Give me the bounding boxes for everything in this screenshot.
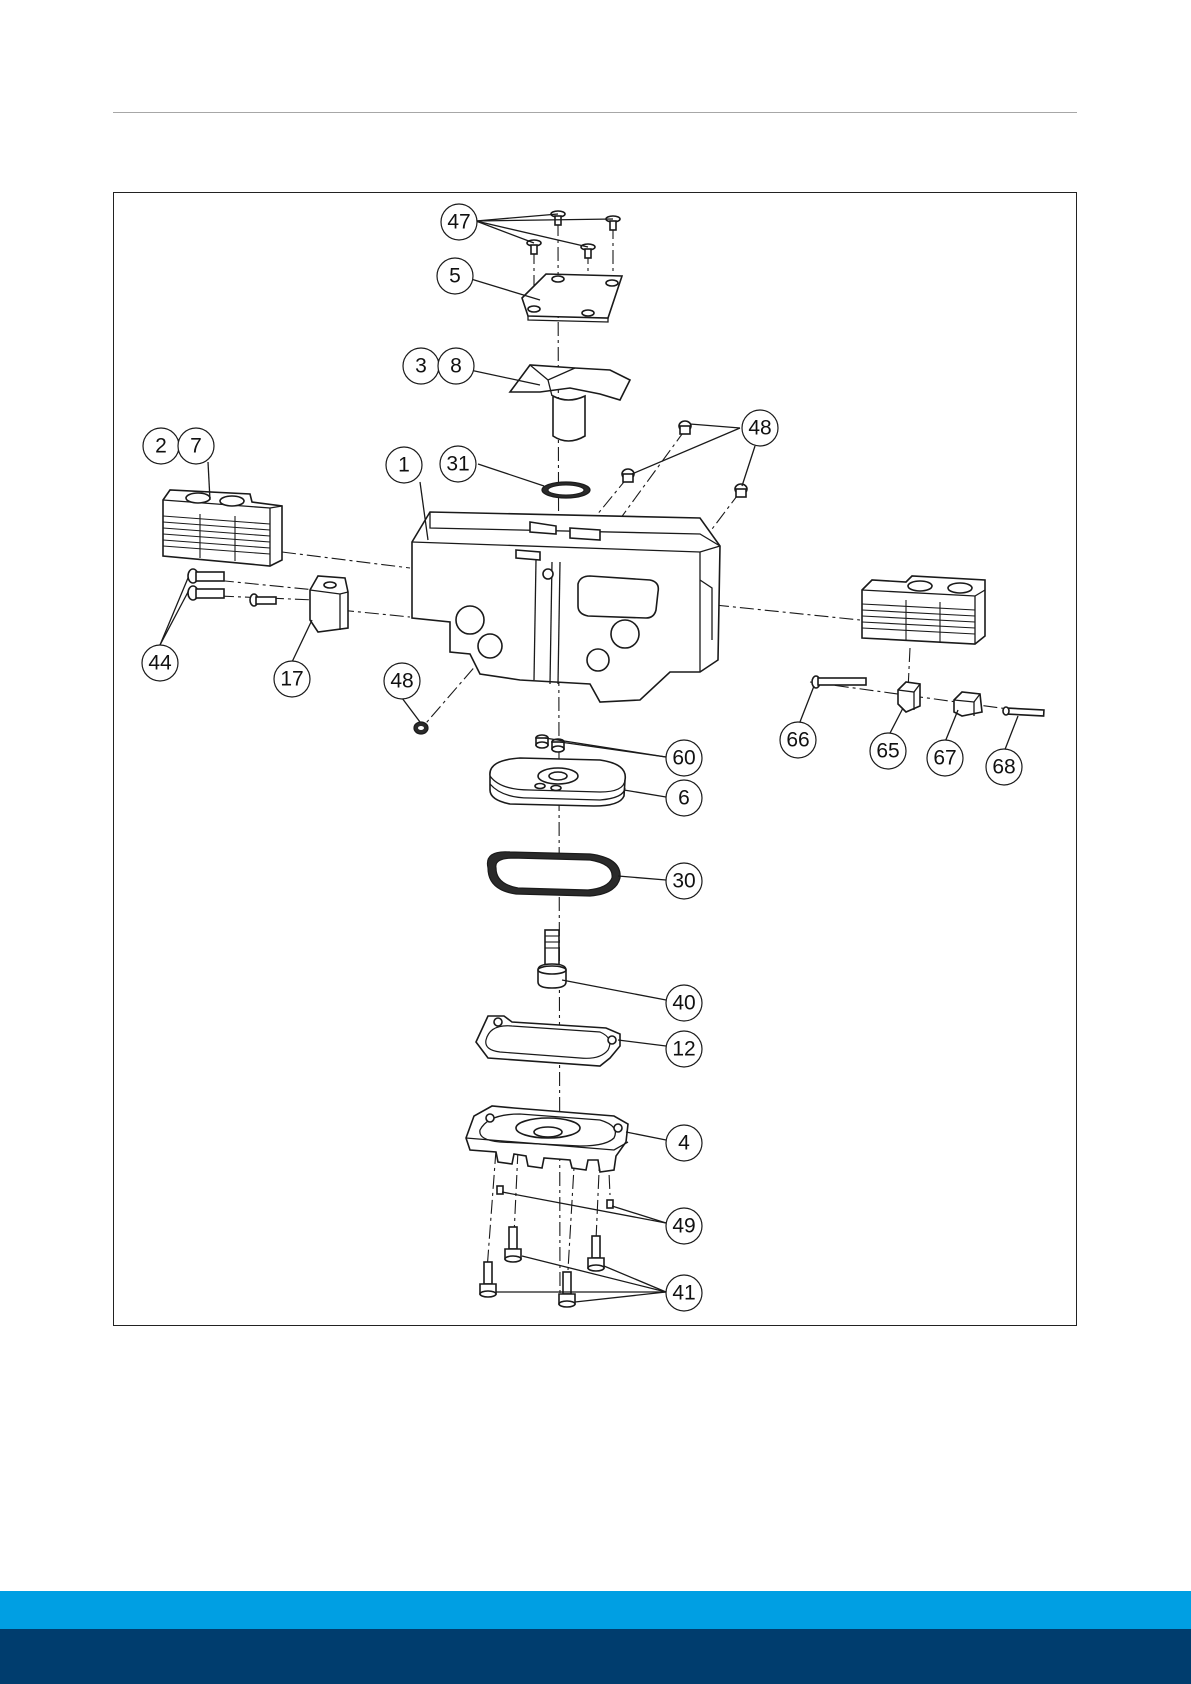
footer-band-dark (0, 1629, 1191, 1684)
svg-text:48: 48 (390, 670, 413, 693)
footer-band-light (0, 1591, 1191, 1629)
callout-1: 1 (386, 447, 422, 483)
callout-49: 49 (666, 1208, 702, 1244)
block-17 (310, 576, 348, 632)
callout-47: 47 (441, 204, 477, 240)
bolt-40 (538, 930, 566, 988)
seal-30 (487, 852, 620, 896)
svg-text:48: 48 (748, 417, 771, 440)
callout-3: 3 (403, 348, 439, 384)
wedge-3-8 (510, 365, 630, 441)
svg-text:17: 17 (280, 668, 303, 691)
jaw-right-2-7 (862, 576, 985, 644)
callout-44: 44 (142, 645, 178, 681)
header-rule (113, 112, 1077, 113)
svg-text:49: 49 (672, 1215, 695, 1238)
svg-text:5: 5 (449, 265, 461, 288)
callout-6: 6 (666, 780, 702, 816)
svg-text:65: 65 (876, 740, 899, 763)
callout-65: 65 (870, 733, 906, 769)
callout-17: 17 (274, 661, 310, 697)
block-67 (954, 692, 982, 716)
pin-68 (1003, 707, 1044, 716)
callout-30: 30 (666, 863, 702, 899)
svg-text:47: 47 (447, 211, 470, 234)
svg-text:12: 12 (672, 1038, 695, 1061)
callout-7: 7 (178, 428, 214, 464)
svg-text:1: 1 (398, 454, 410, 477)
cover-plate-5 (522, 274, 622, 322)
callout-40: 40 (666, 985, 702, 1021)
svg-text:8: 8 (450, 355, 462, 378)
svg-text:2: 2 (155, 435, 167, 458)
svg-text:41: 41 (672, 1282, 695, 1305)
callout-4: 4 (666, 1125, 702, 1161)
gasket-12 (476, 1016, 620, 1066)
block-65 (898, 682, 920, 712)
exploded-view-frame: .p { fill: #ffffff; stroke: #1a1a1a; str… (113, 192, 1077, 1326)
o-ring-31 (542, 482, 590, 498)
svg-text:67: 67 (933, 747, 956, 770)
svg-text:4: 4 (678, 1132, 690, 1155)
svg-text:44: 44 (148, 652, 172, 675)
base-body-1 (412, 512, 720, 702)
callout-48-top: 48 (742, 410, 778, 446)
svg-text:68: 68 (992, 756, 1015, 779)
callout-66: 66 (780, 722, 816, 758)
callout-8: 8 (438, 348, 474, 384)
callout-68: 68 (986, 749, 1022, 785)
piston-6 (490, 758, 625, 806)
screws-44 (188, 569, 276, 606)
svg-text:7: 7 (190, 435, 202, 458)
svg-text:6: 6 (678, 787, 690, 810)
svg-text:3: 3 (415, 355, 427, 378)
callout-67: 67 (927, 740, 963, 776)
callout-31: 31 (440, 446, 476, 482)
callout-12: 12 (666, 1031, 702, 1067)
screws-47 (527, 211, 620, 258)
svg-text:60: 60 (672, 747, 695, 770)
plugs-49 (497, 1186, 613, 1208)
end-cap-4 (466, 1106, 628, 1172)
callout-5: 5 (437, 258, 473, 294)
exploded-view-drawing: .p { fill: #ffffff; stroke: #1a1a1a; str… (113, 192, 1077, 1326)
callout-60: 60 (666, 740, 702, 776)
svg-text:66: 66 (786, 729, 809, 752)
callout-2: 2 (143, 428, 179, 464)
inserts-60 (536, 735, 564, 752)
screws-41 (480, 1227, 604, 1307)
svg-text:31: 31 (446, 453, 469, 476)
callout-41: 41 (666, 1275, 702, 1311)
jaw-left-2-7 (163, 490, 282, 566)
callout-48-left: 48 (384, 663, 420, 699)
svg-text:30: 30 (672, 870, 695, 893)
svg-text:40: 40 (672, 992, 695, 1015)
